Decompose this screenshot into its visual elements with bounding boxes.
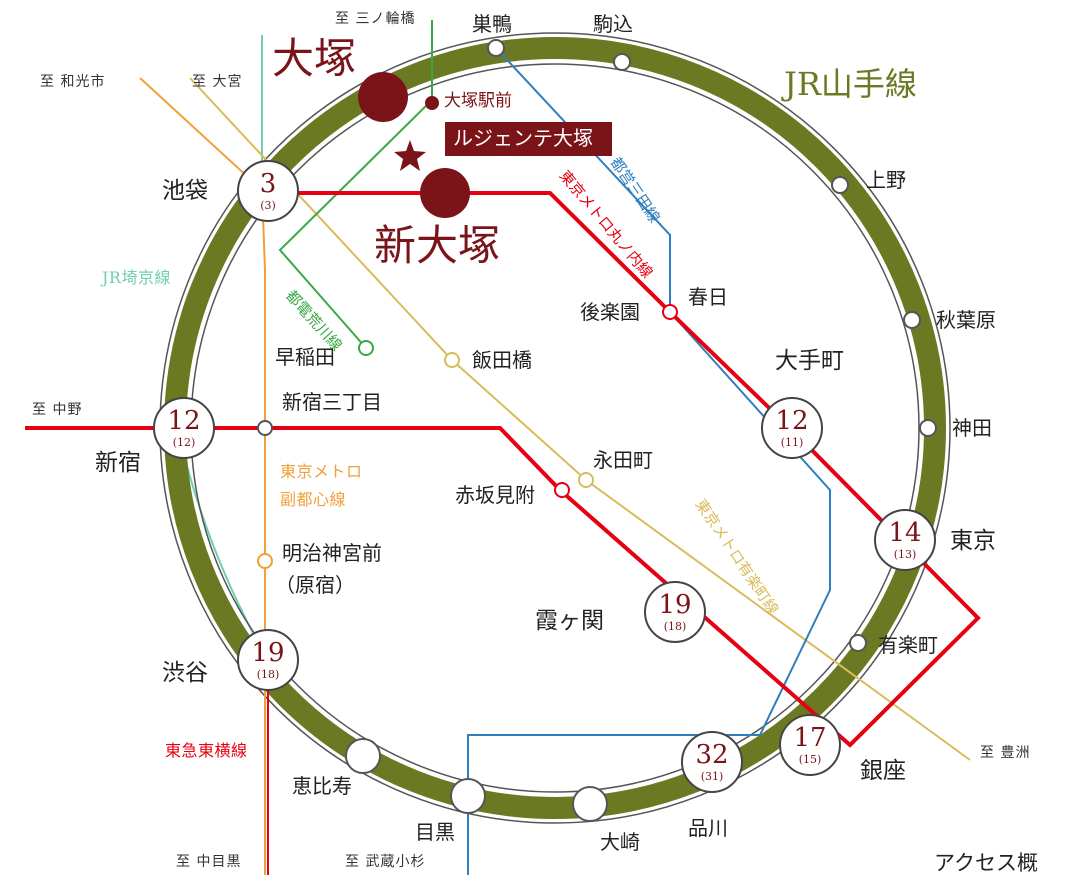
shinjukusanchome-dot bbox=[257, 420, 273, 436]
station-osaki: 大崎 bbox=[600, 830, 640, 854]
station-otemachi: 大手町 bbox=[775, 348, 844, 374]
dest-toyosu: 至 豊洲 bbox=[980, 745, 1031, 761]
otsuka-ekimae-label: 大塚駅前 bbox=[444, 91, 512, 111]
arakawa-line bbox=[278, 20, 433, 349]
shin-otsuka-title: 新大塚 bbox=[374, 221, 501, 270]
station-harajuku: （原宿） bbox=[275, 573, 355, 597]
dest-omiya: 至 大宮 bbox=[192, 74, 243, 90]
iidabashi-dot bbox=[444, 352, 460, 368]
station-nagatacho: 永田町 bbox=[593, 448, 653, 472]
station-ikebukuro: 池袋 bbox=[162, 178, 208, 204]
station-ginza: 銀座 bbox=[860, 758, 906, 784]
station-ebisu: 恵比寿 bbox=[292, 774, 352, 798]
station-shinjuku: 新宿 bbox=[95, 450, 141, 476]
otsuka-marker bbox=[358, 72, 408, 122]
station-shinjukusanchome: 新宿三丁目 bbox=[282, 390, 382, 414]
otsuka-ekimae-marker bbox=[425, 96, 439, 110]
station-akasakamitsuke: 赤坂見附 bbox=[455, 483, 535, 507]
korakuen-dot bbox=[662, 304, 678, 320]
akasaka-dot bbox=[554, 482, 570, 498]
station-yurakucho: 有楽町 bbox=[878, 633, 938, 657]
kanda-dot bbox=[919, 419, 937, 437]
minutes-shinagawa: 32(31) bbox=[681, 731, 743, 793]
shin-otsuka-marker bbox=[420, 168, 470, 218]
footer-caption: アクセス概 bbox=[934, 851, 1038, 875]
station-kasuga: 春日 bbox=[688, 285, 728, 309]
ebisu-dot bbox=[345, 738, 381, 774]
dest-nakano: 至 中野 bbox=[32, 402, 83, 418]
toyoko-label: 東急東横線 bbox=[165, 741, 248, 760]
fukutoshin-label-2: 副都心線 bbox=[280, 490, 347, 509]
dest-musashikosugi: 至 武蔵小杉 bbox=[345, 854, 426, 870]
station-tokyo: 東京 bbox=[950, 528, 996, 554]
dest-nakameguro: 至 中目黒 bbox=[176, 854, 242, 870]
dest-minowabashi: 至 三ノ輪橋 bbox=[335, 11, 416, 27]
sugamo-dot bbox=[487, 39, 505, 57]
station-korakuen: 後楽園 bbox=[580, 300, 640, 324]
property-name: ルジェンテ大塚 bbox=[453, 126, 593, 150]
mita-line bbox=[467, 47, 831, 875]
minutes-ginza: 17(15) bbox=[779, 714, 841, 776]
ueno-dot bbox=[831, 176, 849, 194]
station-sugamo: 巣鴨 bbox=[472, 12, 512, 36]
station-shinagawa: 品川 bbox=[688, 816, 728, 840]
station-meguro: 目黒 bbox=[415, 820, 455, 844]
fukutoshin-label-1: 東京メトロ bbox=[280, 462, 363, 481]
nagatacho-dot bbox=[578, 472, 594, 488]
station-meijijingumae: 明治神宮前 bbox=[282, 541, 382, 565]
akihabara-dot bbox=[903, 311, 921, 329]
osaki-dot bbox=[572, 786, 608, 822]
minutes-shibuya: 19(18) bbox=[237, 629, 299, 691]
minutes-ikebukuro: 3(3) bbox=[237, 160, 299, 222]
station-shibuya: 渋谷 bbox=[162, 660, 208, 686]
property-label-box bbox=[445, 122, 612, 156]
minutes-shinjuku: 12(12) bbox=[153, 397, 215, 459]
yurakucho-line bbox=[189, 77, 971, 761]
komagome-dot bbox=[613, 53, 631, 71]
station-kanda: 神田 bbox=[952, 416, 992, 440]
station-kasumigaseki: 霞ヶ関 bbox=[535, 608, 604, 634]
minutes-tokyo: 14(13) bbox=[874, 509, 936, 571]
fukutoshin-line bbox=[139, 77, 266, 875]
otsuka-title: 大塚 bbox=[272, 34, 357, 83]
station-iidabashi: 飯田橋 bbox=[472, 348, 532, 372]
station-ueno: 上野 bbox=[866, 168, 906, 192]
meguro-dot bbox=[450, 778, 486, 814]
dest-wakoshi: 至 和光市 bbox=[40, 74, 106, 90]
minutes-otemachi: 12(11) bbox=[761, 397, 823, 459]
waseda-dot bbox=[358, 340, 374, 356]
yurakucho-dot bbox=[849, 634, 867, 652]
saikyo-label: JR埼京線 bbox=[102, 268, 171, 287]
minutes-kasumigaseki: 19(18) bbox=[644, 581, 706, 643]
meijijingumae-dot bbox=[257, 553, 273, 569]
station-komagome: 駒込 bbox=[593, 12, 633, 36]
yamanote-label: JR山手線 bbox=[784, 65, 917, 103]
station-akihabara: 秋葉原 bbox=[936, 308, 996, 332]
station-waseda: 早稲田 bbox=[275, 345, 335, 369]
property-star-icon bbox=[394, 140, 426, 171]
marunouchi-line bbox=[25, 191, 981, 748]
